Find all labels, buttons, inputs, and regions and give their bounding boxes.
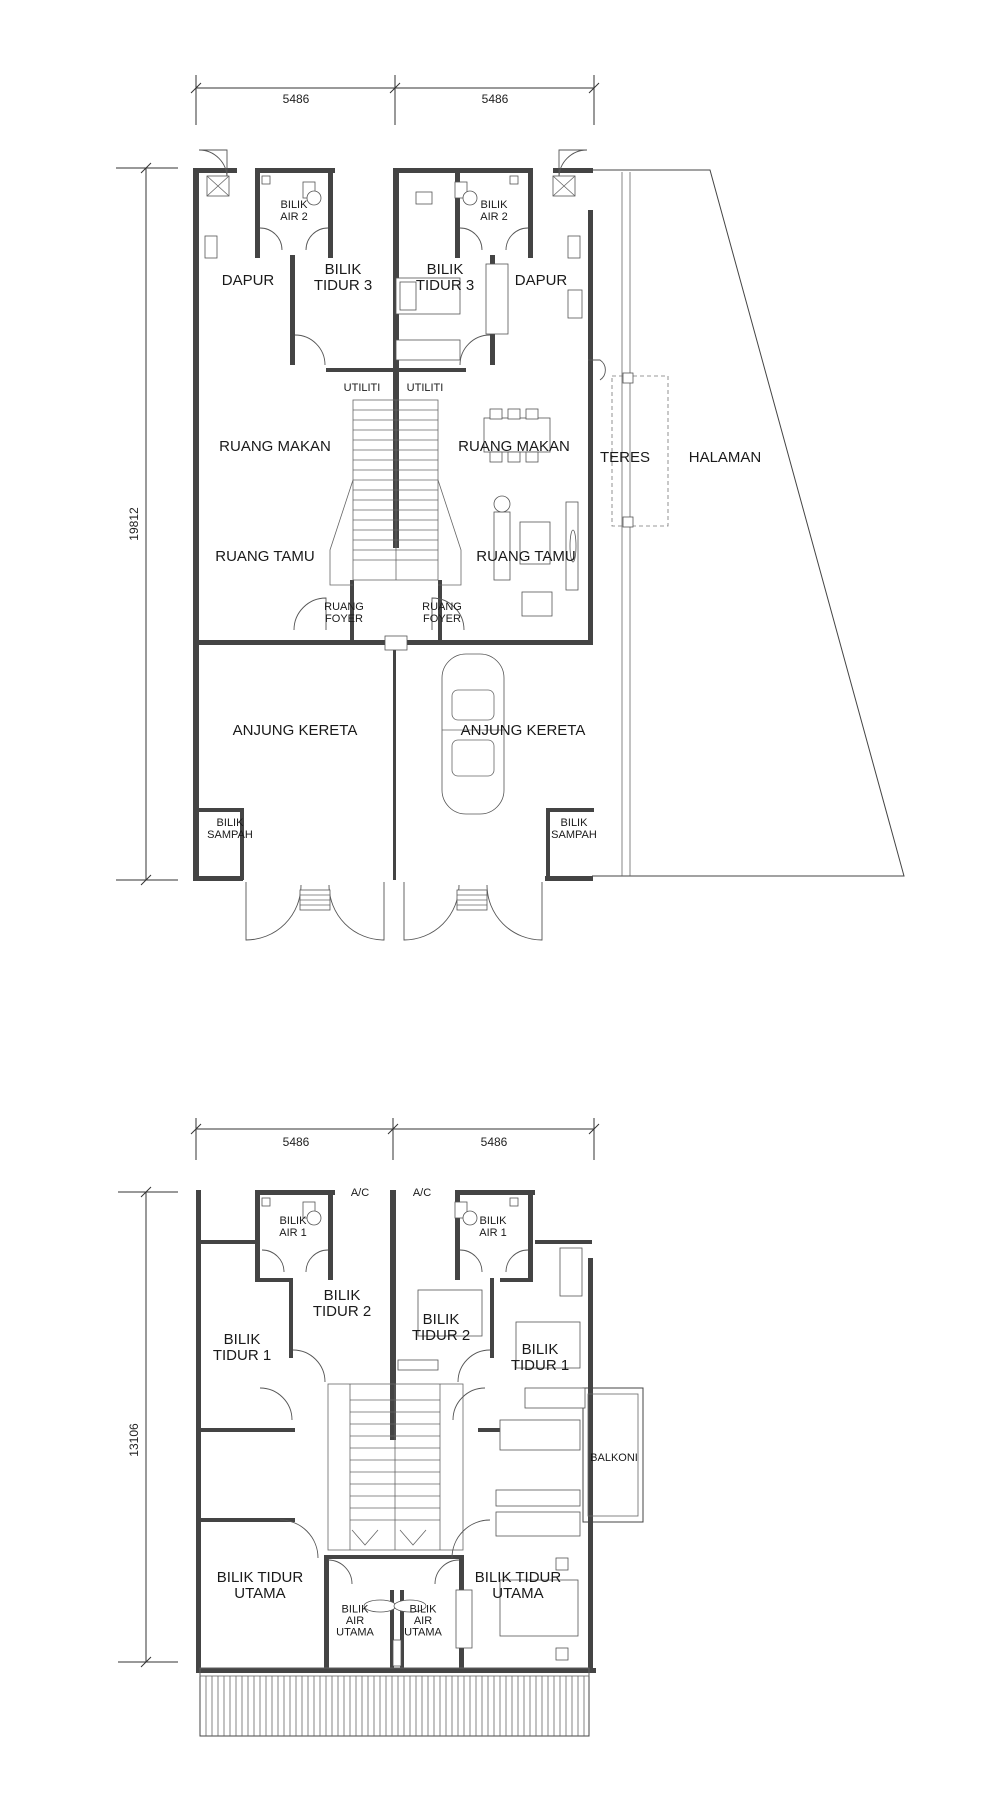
first-dim-left: 5486 (283, 1135, 310, 1149)
utiliti-right-label: UTILITI (407, 382, 444, 394)
first-doors (259, 1249, 529, 1585)
ground-dim-right: 5486 (482, 92, 509, 106)
ruang-tamu-left-label: RUANG TAMU (215, 548, 314, 565)
ac-left-label: A/C (351, 1187, 369, 1199)
ruang-makan-right-label: RUANG MAKAN (458, 438, 570, 455)
ac-right-label: A/C (413, 1187, 431, 1199)
first-dim-right: 5486 (481, 1135, 508, 1149)
first-stairs (327, 1383, 464, 1551)
teres-label: TERES (600, 449, 650, 466)
dapur-left-label: DAPUR (222, 272, 275, 289)
anjung-kereta-right-label: ANJUNG KERETA (461, 722, 586, 739)
ruang-makan-left-label: RUANG MAKAN (219, 438, 331, 455)
halaman-label: HALAMAN (689, 449, 762, 466)
ground-dim-left: 5486 (283, 92, 310, 106)
first-dim-depth-label: 13106 (127, 1423, 141, 1457)
ruang-tamu-right-label: RUANG TAMU (476, 548, 575, 565)
ground-dim-width: 5486 5486 (190, 75, 600, 125)
anjung-kereta-left-label: ANJUNG KERETA (233, 722, 358, 739)
first-fixtures (261, 1197, 586, 1667)
first-dim-width: 5486 5486 (190, 1118, 600, 1160)
ground-stairs (329, 399, 462, 586)
first-balustrade (199, 1667, 590, 1737)
first-balkoni (582, 1387, 644, 1523)
balkoni-label: BALKONI (590, 1452, 638, 1464)
ground-dim-depth: 19812 (116, 162, 178, 886)
ground-dim-depth-label: 19812 (127, 507, 141, 541)
first-floor-plan: 5486 5486 13106 (118, 1118, 644, 1737)
first-walls (196, 1190, 596, 1673)
ground-fixtures (204, 175, 583, 911)
first-dim-depth: 13106 (118, 1186, 178, 1668)
utiliti-left-label: UTILITI (344, 382, 381, 394)
halaman-outline (592, 169, 905, 877)
car-icon (441, 653, 505, 815)
ground-floor-plan: 5486 5486 19812 (116, 75, 905, 941)
dapur-right-label: DAPUR (515, 272, 568, 289)
